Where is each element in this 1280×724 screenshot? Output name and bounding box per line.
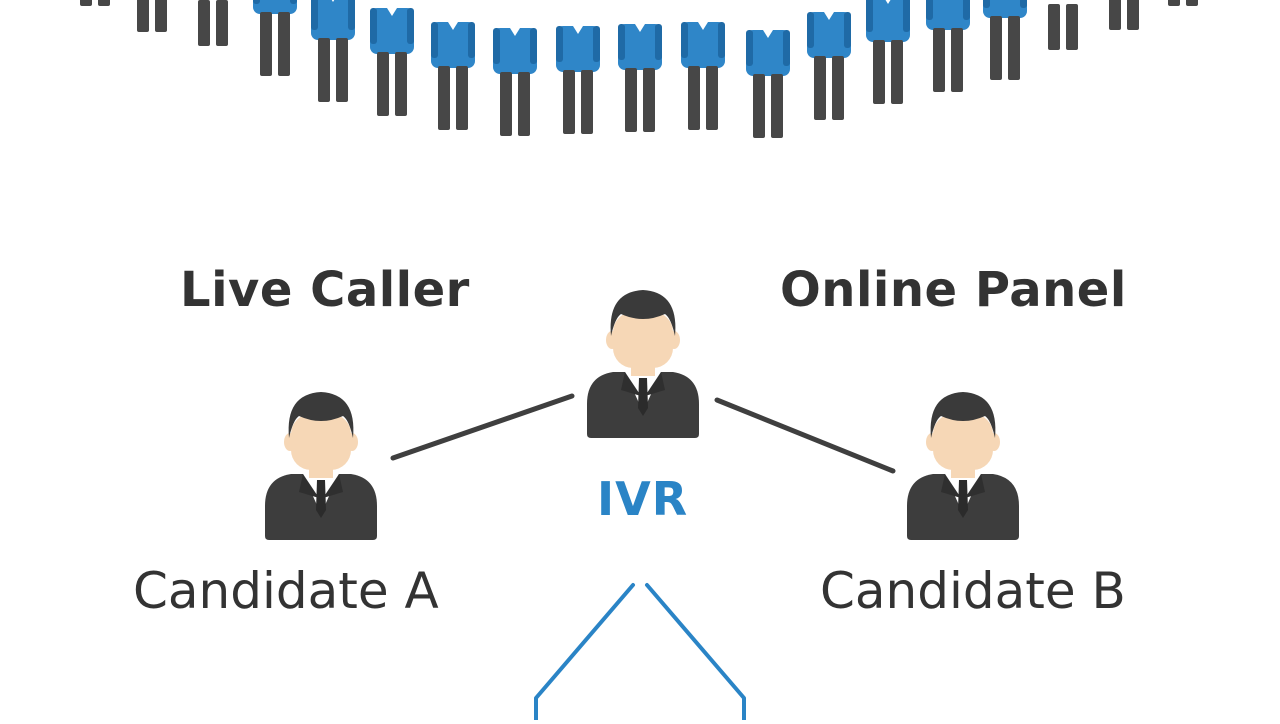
voter-figure xyxy=(1048,4,1078,50)
businessman-icon xyxy=(907,392,1019,540)
voter-figure xyxy=(253,0,297,76)
voter-figure xyxy=(1168,0,1198,6)
online-panel-label: Online Panel xyxy=(780,262,1127,318)
businessman-icon xyxy=(587,290,699,438)
voter-figure xyxy=(198,0,228,46)
crowd-of-voters-icon xyxy=(80,0,1198,138)
voter-figure xyxy=(80,0,110,6)
businessman-icon xyxy=(265,392,377,540)
connector-line-right xyxy=(714,397,896,474)
voter-figure xyxy=(137,0,167,32)
candidate-a-label: Candidate A xyxy=(133,562,439,620)
voter-figure xyxy=(866,0,910,104)
voter-figure xyxy=(556,26,600,134)
voter-figure xyxy=(493,28,537,136)
voter-figure xyxy=(681,22,725,130)
voter-figure xyxy=(746,30,790,138)
voter-figure xyxy=(311,0,355,102)
voter-figure xyxy=(926,0,970,92)
live-caller-label: Live Caller xyxy=(180,262,470,318)
candidate-b-label: Candidate B xyxy=(820,562,1126,620)
voter-figure xyxy=(370,8,414,116)
voter-figure xyxy=(807,12,851,120)
ivr-label: IVR xyxy=(597,472,689,526)
voter-figure xyxy=(618,24,662,132)
voter-figure xyxy=(983,0,1027,80)
voter-figure xyxy=(431,22,475,130)
voter-figure xyxy=(1109,0,1139,30)
ivr-branch-lines xyxy=(534,583,746,724)
connector-line-left xyxy=(390,393,575,461)
